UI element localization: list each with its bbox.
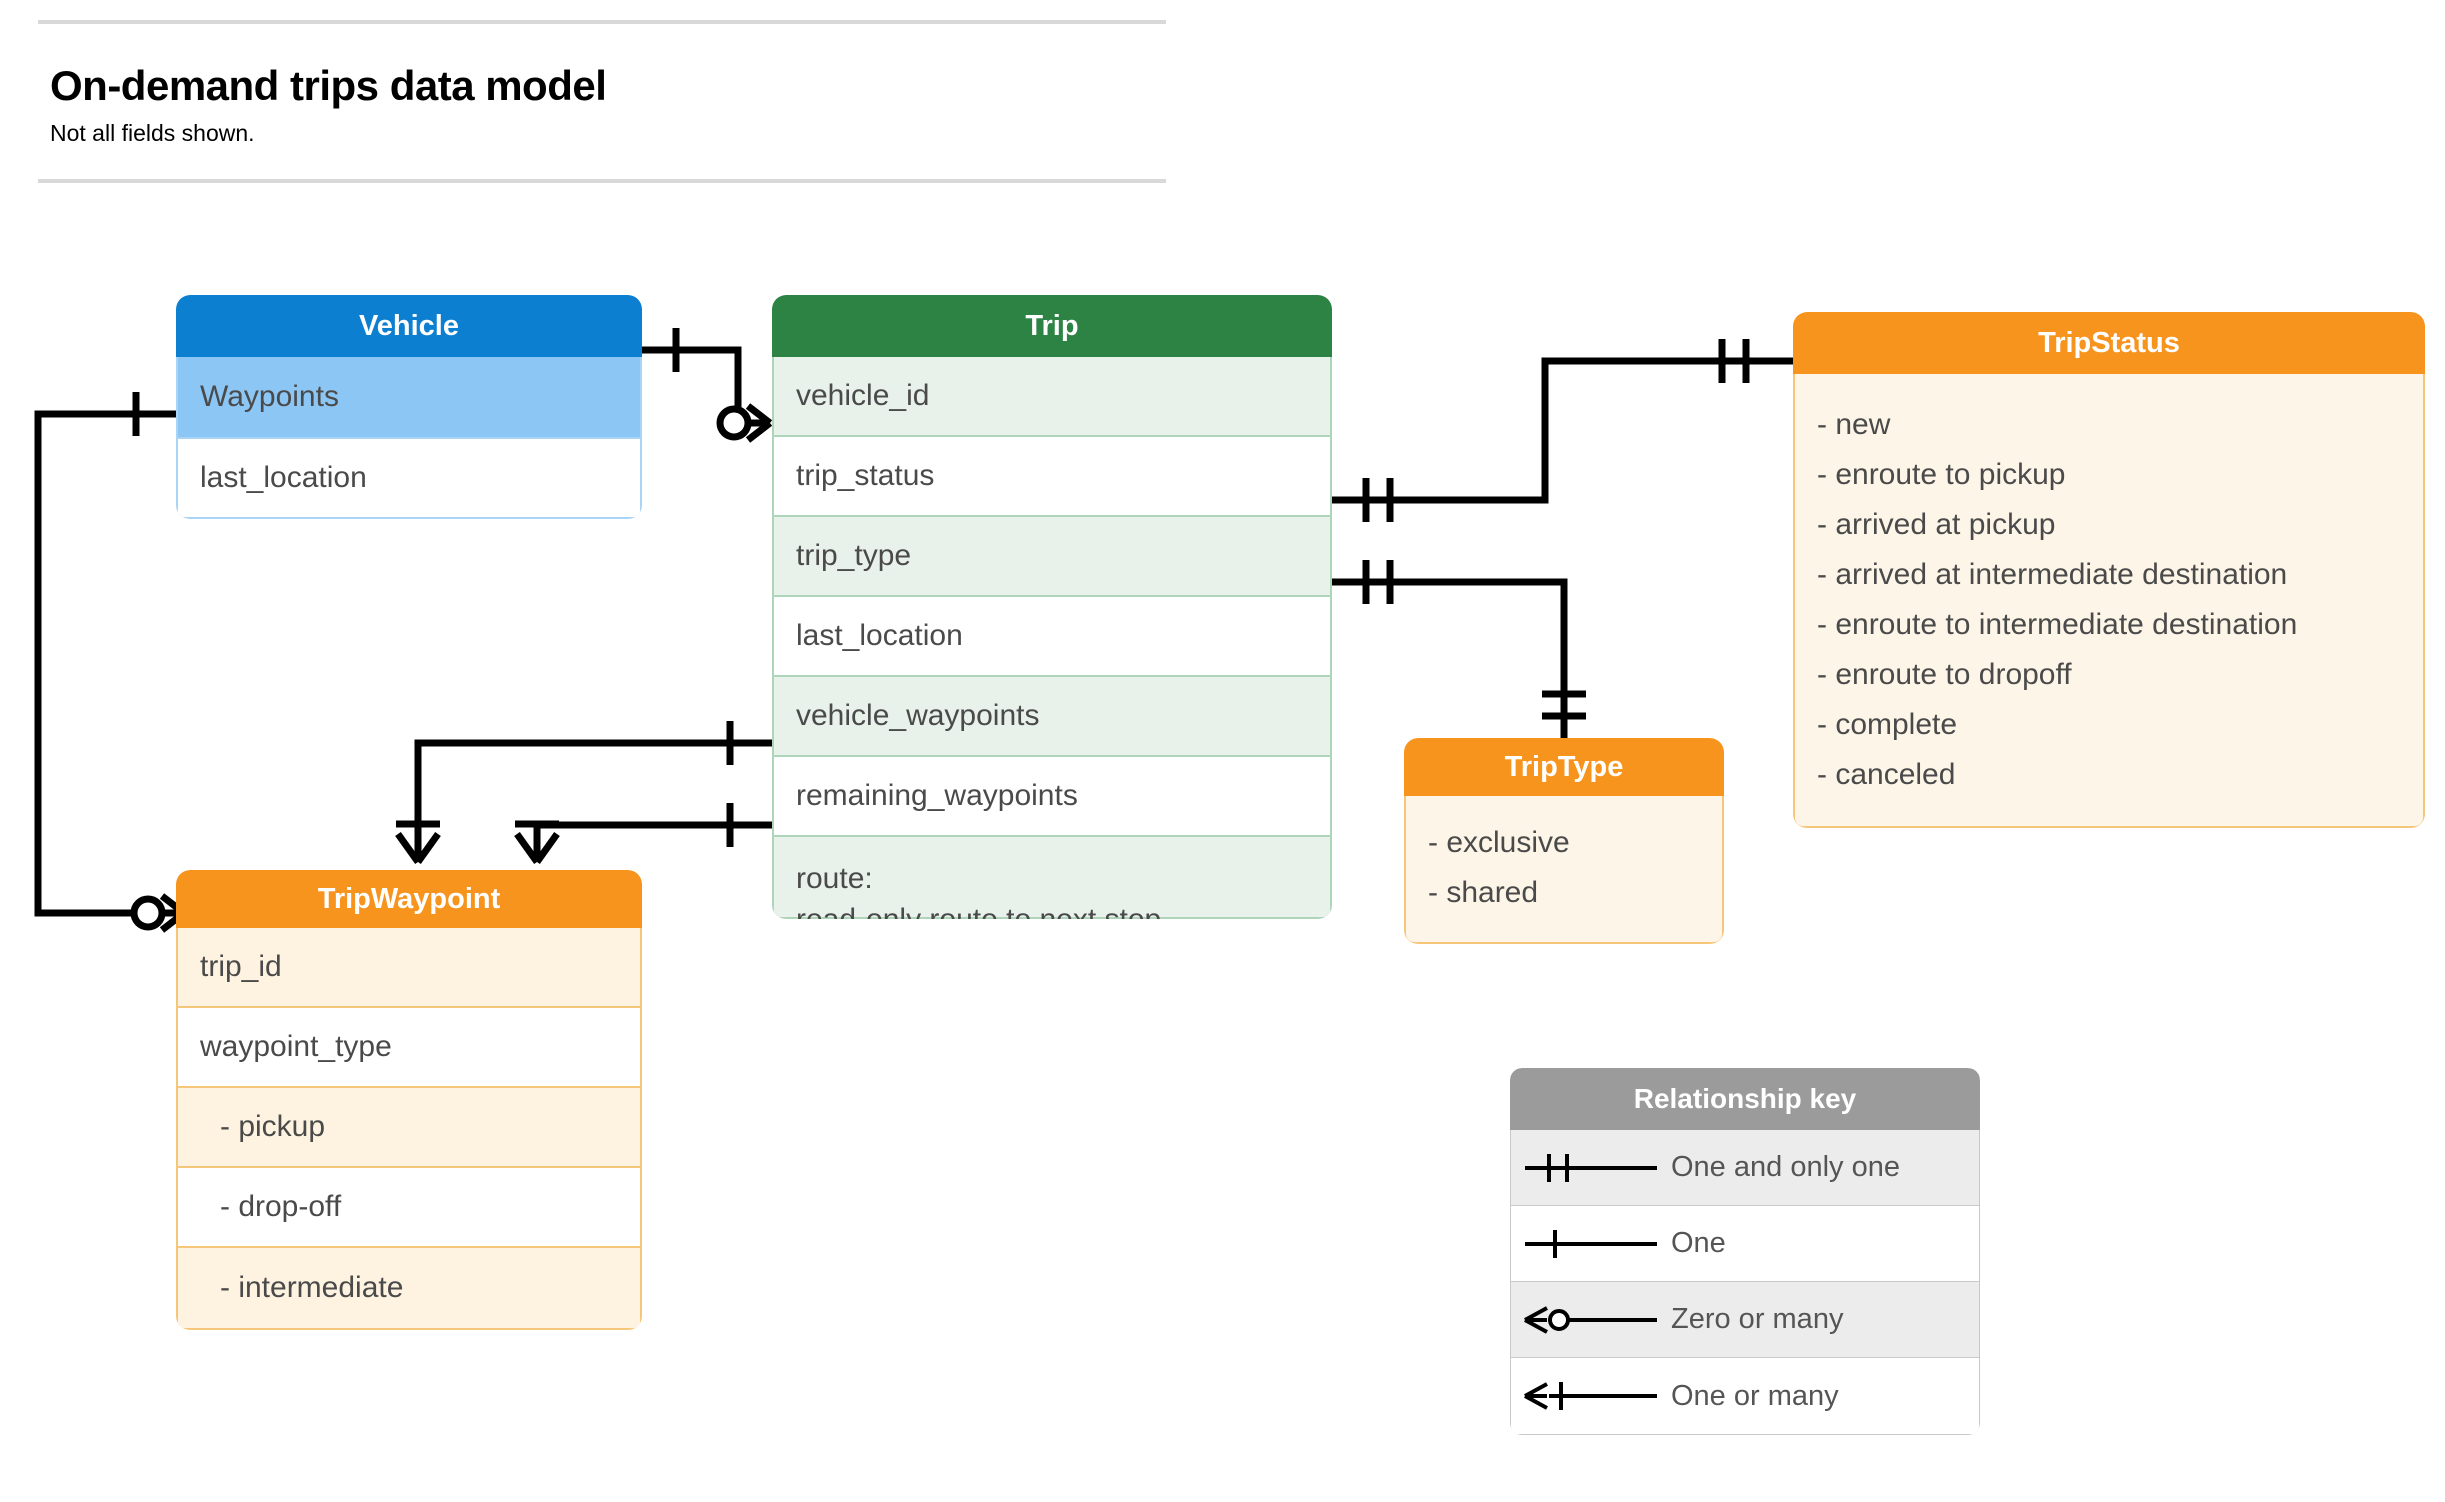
entity-trip-title: Trip [772, 295, 1332, 357]
trip-status-value: - enroute to pickup [1817, 458, 2066, 491]
trip-status-value: - enroute to dropoff [1817, 658, 2072, 691]
field-trip-last-location[interactable]: last_location [774, 597, 1330, 677]
one-and-only-one-icon [1511, 1148, 1671, 1188]
relationship-key-title: Relationship key [1510, 1068, 1980, 1130]
relationship-key-legend[interactable]: Relationship key One and only one [1510, 1068, 1980, 1435]
page-subtitle: Not all fields shown. [50, 120, 255, 146]
field-waypoint-type-intermediate: - intermediate [178, 1248, 640, 1328]
field-trip-trip-type[interactable]: trip_type [774, 517, 1330, 597]
entity-trip-fields: vehicle_id trip_status trip_type last_lo… [772, 357, 1332, 919]
connector-vehicle-waypoints-tripwaypoint [34, 410, 176, 917]
crowsfoot-tripwaypoint-b [514, 831, 560, 865]
one-icon [1511, 1224, 1671, 1264]
entity-trip-waypoint-fields: trip_id waypoint_type - pickup - drop-of… [176, 928, 642, 1330]
entity-vehicle-title: Vehicle [176, 295, 642, 357]
field-trip-remaining-waypoints[interactable]: remaining_waypoints [774, 757, 1330, 837]
connector-vehicle-waypoints [414, 739, 772, 862]
entity-trip[interactable]: Trip vehicle_id trip_status trip_type la… [772, 295, 1332, 919]
trip-status-value: - arrived at pickup [1817, 508, 2056, 541]
field-waypoint-trip-id[interactable]: trip_id [178, 928, 640, 1008]
key-row-zero-or-many: Zero or many [1511, 1282, 1979, 1358]
trip-type-value: - shared [1428, 876, 1539, 909]
trip-status-value: - arrived at intermediate destination [1817, 558, 2288, 591]
field-vehicle-last-location[interactable]: last_location [178, 437, 640, 517]
key-row-one-and-only-one: One and only one [1511, 1130, 1979, 1206]
entity-vehicle[interactable]: Vehicle Waypoints last_location [176, 295, 642, 519]
trip-status-value: - enroute to intermediate destination [1817, 608, 2298, 641]
entity-trip-waypoint-title: TripWaypoint [176, 870, 642, 928]
field-waypoint-type-dropoff: - drop-off [178, 1168, 640, 1248]
entity-trip-status-title: TripStatus [1793, 312, 2425, 374]
connector-tripstatus [1332, 357, 1793, 504]
route-note-line1: route: [796, 862, 873, 895]
header-divider-bottom [38, 179, 1166, 183]
field-trip-vehicle-waypoints[interactable]: vehicle_waypoints [774, 677, 1330, 757]
entity-trip-status[interactable]: TripStatus - new - enroute to pickup - a… [1793, 312, 2425, 828]
key-row-one: One [1511, 1206, 1979, 1282]
trip-status-value: - canceled [1817, 758, 1956, 791]
route-note-line2: read-only route to next stop [796, 902, 1162, 920]
key-row-one-or-many: One or many [1511, 1358, 1979, 1434]
header-divider-top [38, 20, 1166, 24]
key-label: Zero or many [1671, 1303, 1844, 1335]
crowsfoot-tripwaypoint-a [395, 831, 441, 865]
page-title: On-demand trips data model [50, 62, 607, 109]
field-waypoint-type-pickup: - pickup [178, 1088, 640, 1168]
one-or-many-icon [1511, 1376, 1671, 1416]
key-label: One [1671, 1227, 1726, 1259]
zero-or-many-icon [1511, 1300, 1671, 1340]
zero-circle-trip-vehicleid [716, 405, 752, 441]
trip-status-value: - new [1817, 408, 1891, 441]
zero-circle-tripwaypoint [130, 895, 166, 931]
relationship-key-rows: One and only one One [1510, 1130, 1980, 1435]
connector-vehicle-trip [642, 346, 766, 427]
field-trip-route-note[interactable]: route: read-only route to next stop [774, 837, 1330, 920]
entity-vehicle-fields: Waypoints last_location [176, 357, 642, 519]
field-trip-vehicle-id[interactable]: vehicle_id [774, 357, 1330, 437]
field-trip-trip-status[interactable]: trip_status [774, 437, 1330, 517]
trip-type-value: - exclusive [1428, 826, 1570, 859]
field-waypoint-type[interactable]: waypoint_type [178, 1008, 640, 1088]
trip-status-value: - complete [1817, 708, 1958, 741]
key-label: One and only one [1671, 1151, 1900, 1183]
connector-triptype [1332, 578, 1568, 738]
entity-trip-status-values: - new - enroute to pickup - arrived at p… [1793, 374, 2425, 828]
connector-remaining-waypoints [533, 821, 772, 862]
entity-trip-waypoint[interactable]: TripWaypoint trip_id waypoint_type - pic… [176, 870, 642, 1330]
field-vehicle-waypoints[interactable]: Waypoints [178, 357, 640, 437]
key-label: One or many [1671, 1379, 1839, 1412]
crowsfoot-trip-vehicleid [745, 403, 773, 443]
entity-trip-type-title: TripType [1404, 738, 1724, 796]
page-header: On-demand trips data model Not all field… [38, 20, 1166, 183]
entity-trip-type[interactable]: TripType - exclusive - shared [1404, 738, 1724, 944]
entity-trip-type-values: - exclusive - shared [1404, 796, 1724, 944]
